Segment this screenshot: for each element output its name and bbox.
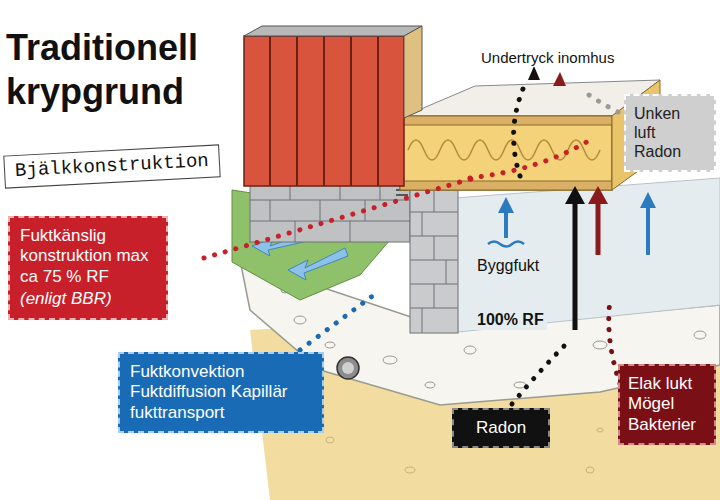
gravel-layer xyxy=(694,331,706,339)
humidity-label: 100% RF xyxy=(474,310,547,330)
insulated-floor-beam xyxy=(400,116,612,125)
moisture-callout: Fuktkänslig konstruktion max ca 75 % RF(… xyxy=(8,216,168,320)
subtitle-box: Bjälkkonstruktion xyxy=(3,144,220,188)
moisture-arrows xyxy=(498,197,514,213)
moisture-arrows xyxy=(565,186,585,204)
gravel-layer xyxy=(593,341,607,349)
sand-stones xyxy=(586,467,594,473)
callout-text: Elak lukt Mögel Bakterier xyxy=(628,374,706,435)
air-callout: Unken luft Radon xyxy=(624,94,716,172)
dotted-leaders xyxy=(514,84,525,176)
water-arrows xyxy=(288,248,348,280)
moisture-arrows xyxy=(646,205,650,255)
drain-pipe xyxy=(337,357,359,379)
callout-text: Unken luft Radon xyxy=(634,104,706,162)
wood-cladding xyxy=(244,26,422,186)
plinth-wall xyxy=(250,180,410,242)
gravel-layer xyxy=(325,342,335,348)
insulated-floor-beam xyxy=(400,80,660,190)
title: Traditionell krypgrund xyxy=(6,26,238,114)
crawlspace-ground xyxy=(455,178,720,332)
drain-pipe xyxy=(337,357,359,379)
moisture-label: Byggfukt xyxy=(474,256,542,276)
insulated-floor-beam xyxy=(400,116,612,190)
callout-text: Fuktkonvektion Fuktdiffusion Kapillär fu… xyxy=(130,362,312,423)
moisture-arrows xyxy=(596,200,601,255)
insulated-floor-beam xyxy=(400,181,612,190)
dotted-leaders xyxy=(204,178,476,259)
moisture-arrows xyxy=(528,66,540,80)
radon-callout: Radon xyxy=(452,408,550,448)
wood-cladding xyxy=(404,26,422,118)
callout-text: Bjälkkonstruktion xyxy=(15,150,210,183)
transport-callout: Fuktkonvektion Fuktdiffusion Kapillär fu… xyxy=(118,352,324,433)
foundation-blocks xyxy=(410,188,458,333)
dotted-leaders xyxy=(470,140,590,178)
sand-stones xyxy=(405,467,415,473)
pressure-label: Undertryck inomhus xyxy=(478,48,617,67)
wood-cladding xyxy=(244,36,404,186)
wood-cladding xyxy=(244,26,422,36)
gravel-layer xyxy=(294,316,306,324)
dotted-leaders xyxy=(512,340,570,404)
callout-note: (enligt BBR) xyxy=(20,289,156,309)
callout-text: Radon xyxy=(476,418,526,438)
callout-text: Fuktkänslig konstruktion max ca 75 % RF xyxy=(20,226,156,287)
moisture-arrows xyxy=(588,186,608,204)
gravel-layer xyxy=(464,346,476,354)
moisture-arrows xyxy=(488,242,524,247)
moisture-arrows xyxy=(553,72,566,86)
sand-stones xyxy=(597,428,603,432)
moisture-arrows xyxy=(573,200,578,330)
moisture-arrows xyxy=(640,192,656,208)
dotted-leaders xyxy=(585,92,618,112)
dotted-leaders xyxy=(300,292,378,350)
wood-cladding xyxy=(270,36,378,186)
sand-stones xyxy=(326,437,334,443)
moisture-arrows xyxy=(504,210,508,238)
hazard-callout: Elak lukt Mögel Bakterier xyxy=(618,364,716,445)
foundation-blocks xyxy=(410,188,458,333)
drain-pipe xyxy=(342,362,354,374)
gravel-layer xyxy=(425,382,435,388)
insulated-floor-beam xyxy=(408,140,600,160)
gravel-layer xyxy=(383,356,397,364)
plinth-wall xyxy=(250,180,410,242)
plinth-wall xyxy=(250,180,410,242)
foundation-blocks xyxy=(410,188,458,333)
